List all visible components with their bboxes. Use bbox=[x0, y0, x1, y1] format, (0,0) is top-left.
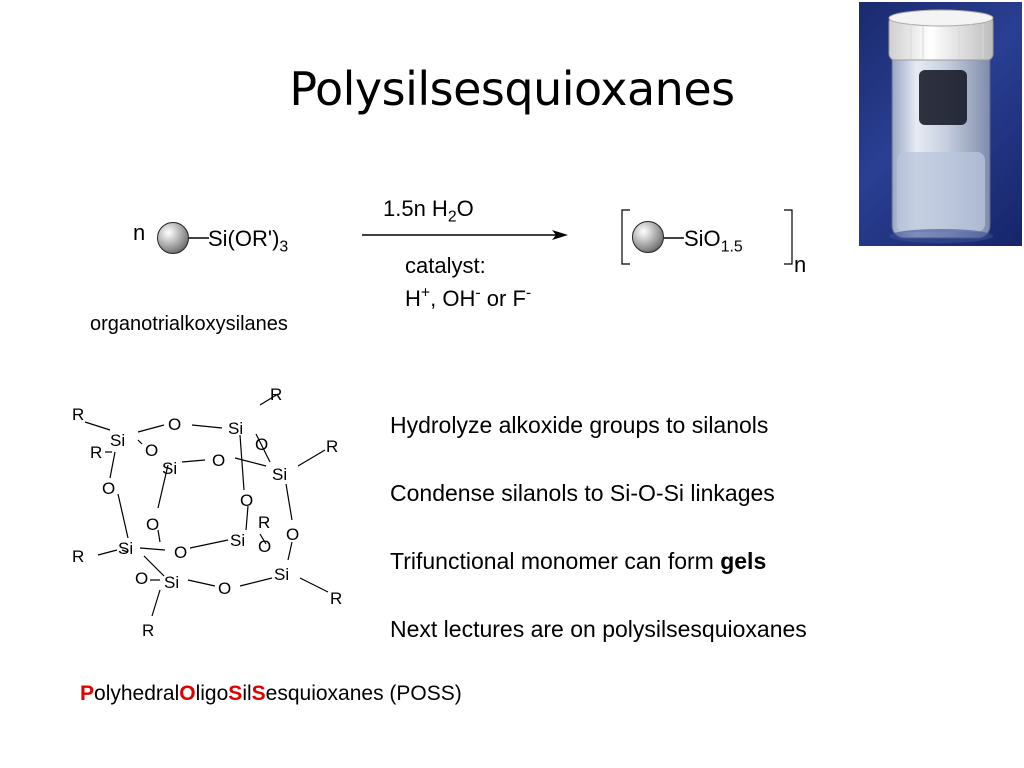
cage-r-7: R bbox=[330, 589, 342, 608]
poss-acronym: PolyhedralOligoSilSesquioxanes (POSS) bbox=[80, 682, 462, 705]
gels-bold: gels bbox=[720, 548, 767, 574]
cage-r-4: R bbox=[326, 437, 338, 456]
product-brackets bbox=[621, 209, 793, 265]
reagent-water: 1.5n H2O bbox=[383, 196, 474, 226]
reaction-arrow bbox=[362, 230, 568, 240]
cage-si-5: Si bbox=[118, 539, 133, 558]
cage-si-1: Si bbox=[110, 431, 125, 450]
cage-si-6: Si bbox=[230, 531, 245, 550]
cage-si-2: Si bbox=[228, 419, 243, 438]
product-sphere-icon bbox=[632, 221, 664, 253]
cage-o-12: O bbox=[218, 579, 231, 598]
vial-photo bbox=[859, 2, 1022, 246]
vial-illustration bbox=[888, 9, 994, 243]
reactant-caption: organotrialkoxysilanes bbox=[90, 313, 288, 335]
statement-hydrolyze: Hydrolyze alkoxide groups to silanols bbox=[390, 412, 769, 438]
cage-r-6: R bbox=[72, 547, 84, 566]
cage-r-5: R bbox=[258, 513, 270, 532]
cage-si-3: Si bbox=[162, 459, 177, 478]
cage-si-7: Si bbox=[164, 573, 179, 592]
reactant-formula: Si(OR')3 bbox=[208, 226, 289, 256]
cage-o-3: O bbox=[255, 435, 268, 454]
poss-cage-structure: R R Si O Si O O R R Si O Si O O O R O Si… bbox=[72, 385, 342, 640]
cage-r-3: R bbox=[90, 443, 102, 462]
cage-si-4: Si bbox=[272, 465, 287, 484]
cage-r-2: R bbox=[270, 385, 282, 404]
cage-o-2: O bbox=[145, 441, 158, 460]
cage-o-8: O bbox=[286, 525, 299, 544]
cage-o-6: O bbox=[240, 491, 253, 510]
statement-gels: Trifunctional monomer can form gels bbox=[390, 548, 767, 574]
cage-r-1: R bbox=[72, 405, 84, 424]
slide-title: Polysilsesquioxanes bbox=[289, 62, 735, 116]
cage-si-8: Si bbox=[274, 565, 289, 584]
cage-o-9: O bbox=[258, 537, 271, 556]
catalyst-list: H+, OH- or F- bbox=[405, 284, 532, 311]
product-n: n bbox=[794, 252, 807, 277]
product-formula: SiO1.5 bbox=[684, 226, 743, 256]
catalyst-label: catalyst: bbox=[405, 253, 486, 278]
cage-o-1: O bbox=[168, 415, 181, 434]
statement-next-lectures: Next lectures are on polysilsesquioxanes bbox=[390, 616, 807, 642]
cage-o-5: O bbox=[102, 479, 115, 498]
statement-condense: Condense silanols to Si-O-Si linkages bbox=[390, 480, 775, 506]
cage-o-4: O bbox=[212, 451, 225, 470]
cage-o-11: O bbox=[135, 569, 148, 588]
cage-r-8: R bbox=[142, 621, 154, 640]
cage-bonds bbox=[84, 393, 329, 617]
product-bond bbox=[664, 237, 684, 239]
cage-o-7: O bbox=[146, 515, 159, 534]
cage-o-10: O bbox=[174, 543, 187, 562]
reactant-sphere-icon bbox=[157, 222, 189, 254]
reactant-bond bbox=[189, 237, 209, 239]
coefficient-n: n bbox=[133, 220, 146, 245]
